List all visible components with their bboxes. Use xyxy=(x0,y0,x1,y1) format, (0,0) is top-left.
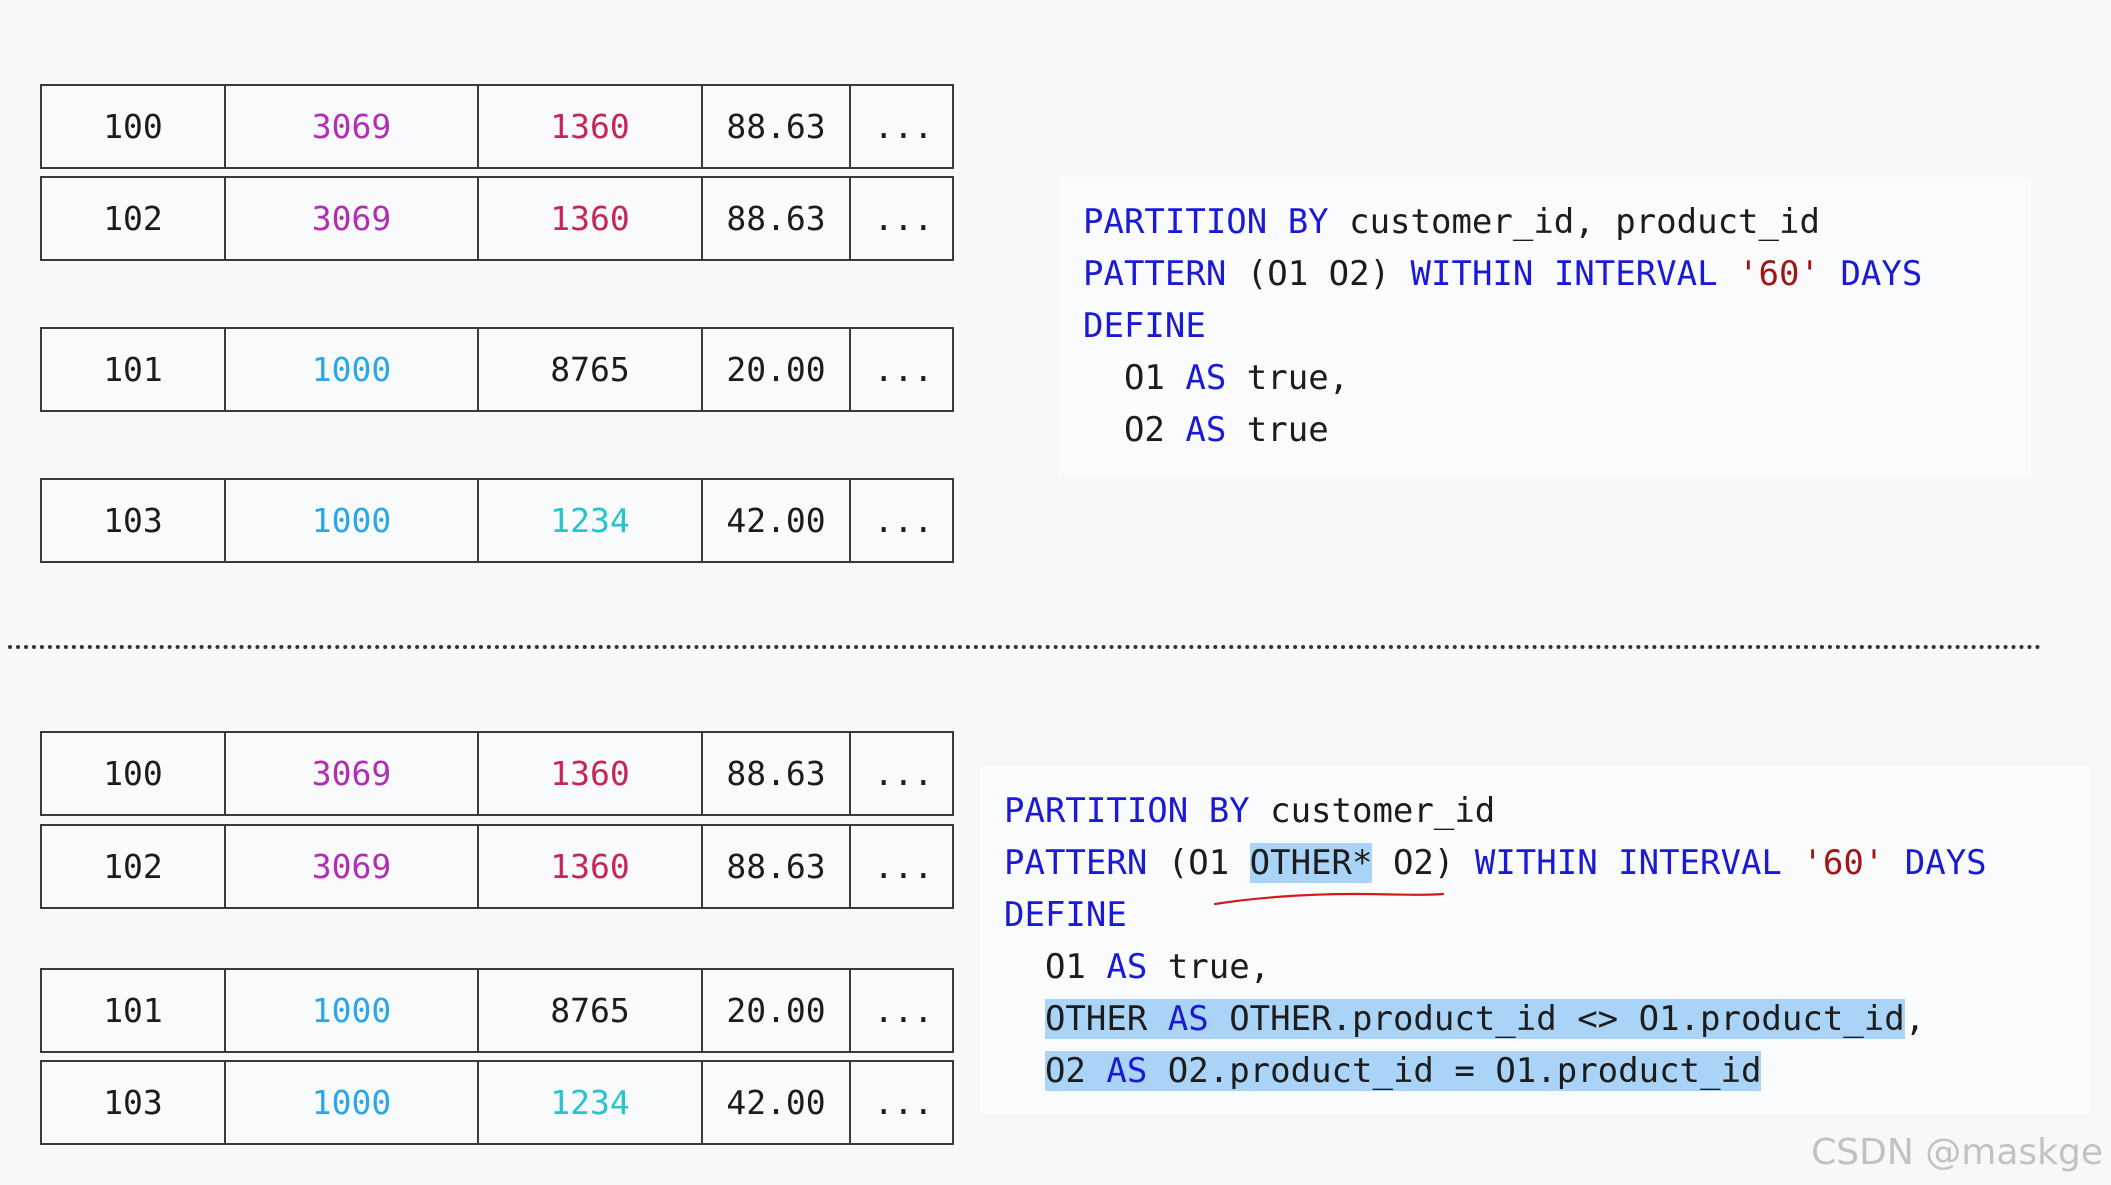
ellipsis-cell: ... xyxy=(873,1083,934,1122)
order-id-cell: 103 xyxy=(42,480,226,561)
ellipsis-cell: ... xyxy=(873,199,934,238)
price-cell: 88.63 xyxy=(703,86,851,167)
code-line: OTHER AS OTHER.product_id <> O1.product_… xyxy=(1044,999,1926,1039)
order-id-cell: 101 xyxy=(42,970,226,1051)
order-id-cell: 100 xyxy=(42,86,226,167)
product-id-cell: 1234 xyxy=(479,480,703,561)
price-cell: 42.00 xyxy=(703,1062,851,1143)
ellipsis-cell: ... xyxy=(873,754,934,793)
order-id-cell: 101 xyxy=(42,329,226,410)
code-line: O1 AS true, xyxy=(1004,947,1271,987)
red-underline-annotation xyxy=(1213,892,1445,906)
code-line: DEFINE xyxy=(1004,895,1127,935)
price-cell: 42.00 xyxy=(703,480,851,561)
dotted-divider xyxy=(8,645,2042,649)
code-line: PARTITION BY customer_id xyxy=(1004,791,1496,831)
code-line: O1 AS true, xyxy=(1083,358,1350,398)
customer-id-cell: 3069 xyxy=(226,733,479,814)
customer-id-cell: 1000 xyxy=(226,480,479,561)
table-row: 101 1000 8765 20.00 ... xyxy=(40,968,954,1053)
price-cell: 88.63 xyxy=(703,826,851,907)
bottom-sql-snippet: PARTITION BY customer_id PATTERN (O1 OTH… xyxy=(980,765,2090,1115)
table-row: 101 1000 8765 20.00 ... xyxy=(40,327,954,412)
table-row: 102 3069 1360 88.63 ... xyxy=(40,824,954,909)
code-line: DEFINE xyxy=(1083,306,1206,346)
highlighted-o2-definition: O2 AS O2.product_id = O1.product_id xyxy=(1044,1051,1762,1091)
ellipsis-cell: ... xyxy=(873,350,934,389)
ellipsis-cell: ... xyxy=(873,991,934,1030)
customer-id-cell: 3069 xyxy=(226,86,479,167)
product-id-cell: 1360 xyxy=(479,86,703,167)
order-id-cell: 100 xyxy=(42,733,226,814)
customer-id-cell: 1000 xyxy=(226,1062,479,1143)
customer-id-cell: 3069 xyxy=(226,826,479,907)
ellipsis-cell: ... xyxy=(873,847,934,886)
code-line: PATTERN (O1 OTHER* O2) WITHIN INTERVAL '… xyxy=(1004,843,1987,883)
highlighted-other-star: OTHER* xyxy=(1249,843,1373,883)
code-line: O2 AS O2.product_id = O1.product_id xyxy=(1004,1045,1762,1097)
ellipsis-cell: ... xyxy=(873,107,934,146)
order-id-cell: 102 xyxy=(42,826,226,907)
code-line: PATTERN (O1 O2) WITHIN INTERVAL '60' DAY… xyxy=(1083,254,1923,294)
highlighted-other-definition: OTHER AS OTHER.product_id <> O1.product_… xyxy=(1044,999,1905,1039)
code-line: O2 AS true xyxy=(1083,410,1329,450)
price-cell: 20.00 xyxy=(703,970,851,1051)
price-cell: 88.63 xyxy=(703,178,851,259)
code-line: PARTITION BY customer_id, product_id xyxy=(1083,202,1820,242)
table-row: 100 3069 1360 88.63 ... xyxy=(40,84,954,169)
product-id-cell: 1360 xyxy=(479,826,703,907)
watermark: CSDN @maskge xyxy=(1811,1132,2103,1173)
order-id-cell: 103 xyxy=(42,1062,226,1143)
price-cell: 20.00 xyxy=(703,329,851,410)
table-row: 100 3069 1360 88.63 ... xyxy=(40,731,954,816)
table-row: 103 1000 1234 42.00 ... xyxy=(40,1060,954,1145)
product-id-cell: 1234 xyxy=(479,1062,703,1143)
product-id-cell: 8765 xyxy=(479,329,703,410)
product-id-cell: 1360 xyxy=(479,733,703,814)
customer-id-cell: 1000 xyxy=(226,329,479,410)
customer-id-cell: 3069 xyxy=(226,178,479,259)
table-row: 102 3069 1360 88.63 ... xyxy=(40,176,954,261)
product-id-cell: 1360 xyxy=(479,178,703,259)
top-sql-snippet: PARTITION BY customer_id, product_id PAT… xyxy=(1059,177,2031,477)
table-row: 103 1000 1234 42.00 ... xyxy=(40,478,954,563)
order-id-cell: 102 xyxy=(42,178,226,259)
customer-id-cell: 1000 xyxy=(226,970,479,1051)
product-id-cell: 8765 xyxy=(479,970,703,1051)
price-cell: 88.63 xyxy=(703,733,851,814)
ellipsis-cell: ... xyxy=(873,501,934,540)
